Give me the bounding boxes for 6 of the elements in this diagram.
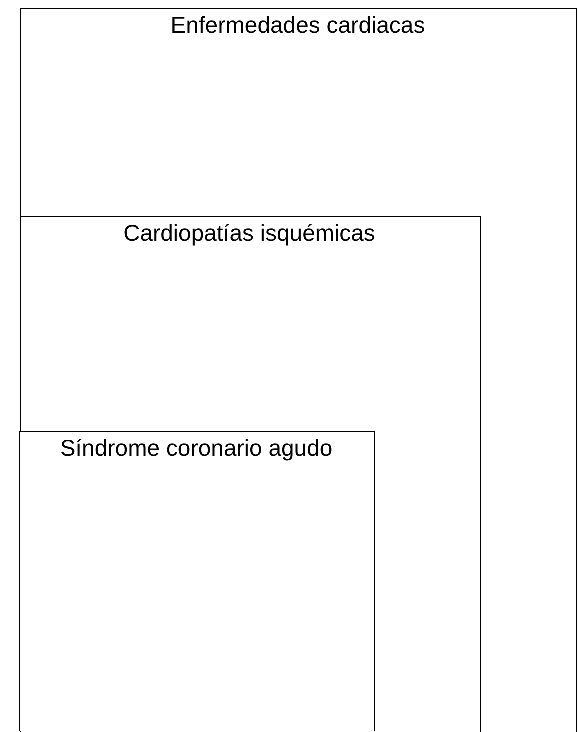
category-box — [20, 8, 577, 732]
category-box — [19, 431, 375, 731]
category-box — [20, 216, 480, 732]
category-label: Cardiopatías isquémicas — [122, 218, 376, 248]
category-label: Enfermedades cardiacas — [170, 11, 426, 40]
category-label: Síndrome coronario agudo — [59, 434, 334, 463]
